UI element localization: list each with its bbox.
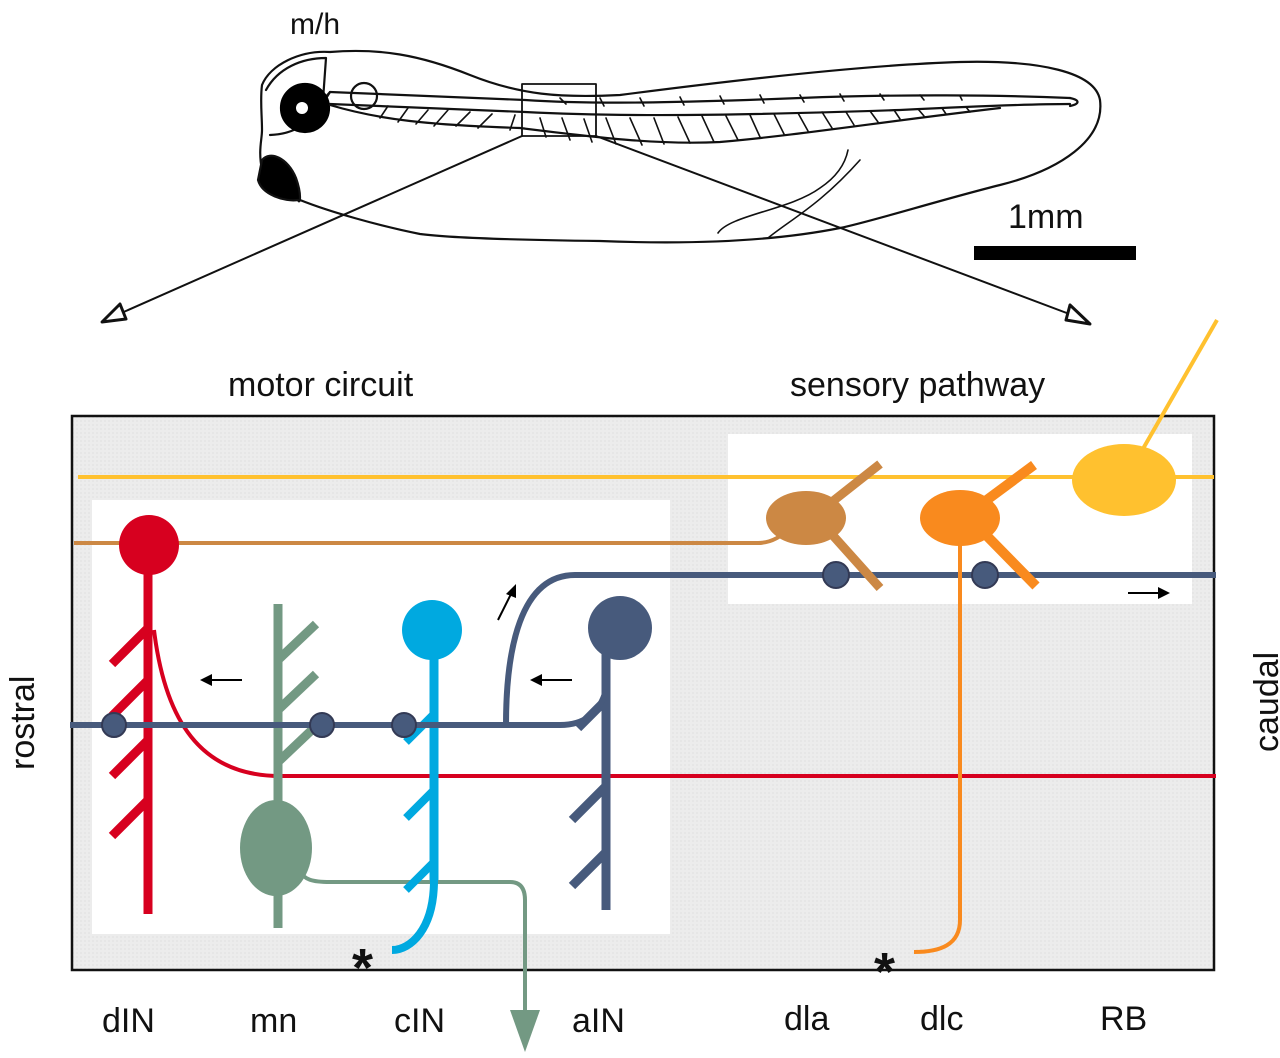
sensory-pathway-title: sensory pathway (790, 366, 1045, 404)
dla-soma (766, 491, 846, 545)
dIN-descending-axon (152, 629, 1216, 778)
arrow-up-right-icon (497, 584, 516, 621)
rostral-label: rostral (4, 676, 42, 770)
label-dla: dla (784, 1000, 829, 1038)
synapses (101, 561, 999, 738)
stage-label: m/h (290, 8, 340, 41)
dIN-soma (119, 515, 179, 575)
tadpole-otic-vesicle (349, 81, 379, 111)
arrowhead-right (1064, 303, 1092, 326)
expansion-line-left (109, 135, 523, 319)
arrow-left-icon (530, 674, 572, 686)
neuron-dlc (913, 460, 1040, 954)
expansion-line-right (595, 135, 1081, 319)
label-RB: RB (1100, 1000, 1147, 1038)
region-of-interest-box (521, 83, 597, 137)
arrow-left-icon (200, 674, 242, 686)
scale-bar (974, 246, 1136, 260)
label-aIN: aIN (572, 1002, 625, 1040)
motor-circuit-title: motor circuit (228, 366, 414, 404)
arrowhead-left (100, 302, 128, 324)
direction-arrows (200, 584, 1170, 686)
synapse-dIN (101, 712, 127, 738)
label-cIN: cIN (394, 1002, 445, 1040)
label-mn: mn (250, 1002, 297, 1040)
scale-bar-label: 1mm (1008, 198, 1084, 236)
synapse-cIN (391, 712, 417, 738)
mn-soma (240, 800, 312, 896)
synapse-dlc (971, 561, 999, 589)
label-dlc: dlc (920, 1000, 963, 1038)
RB-soma (1072, 444, 1176, 516)
neuron-cIN (391, 640, 439, 954)
dlc-soma (920, 490, 1000, 546)
mn-axon-arrowhead (510, 1010, 540, 1052)
caudal-label: caudal (1248, 652, 1280, 752)
arrow-right-icon (1128, 587, 1170, 599)
label-dIN: dIN (102, 1002, 155, 1040)
synapse-dla (822, 561, 850, 589)
aIN-axon (70, 572, 1216, 728)
cIN-asterisk: * (352, 938, 373, 998)
tadpole-drawing (100, 49, 1102, 326)
aIN-soma (588, 596, 652, 660)
cIN-soma (402, 600, 462, 660)
neuron-dIN (108, 560, 1216, 914)
rb-peripheral-neurite (1138, 319, 1219, 455)
dlc-asterisk: * (874, 942, 895, 1002)
neuron-dla (824, 460, 884, 592)
mn-axon (296, 868, 527, 1010)
tadpole-cement-gland (256, 154, 302, 203)
tadpole-outline (259, 49, 1102, 244)
neuron-labels: dIN mn cIN aIN dla dlc RB (102, 1000, 1147, 1040)
synapse-mn (309, 712, 335, 738)
